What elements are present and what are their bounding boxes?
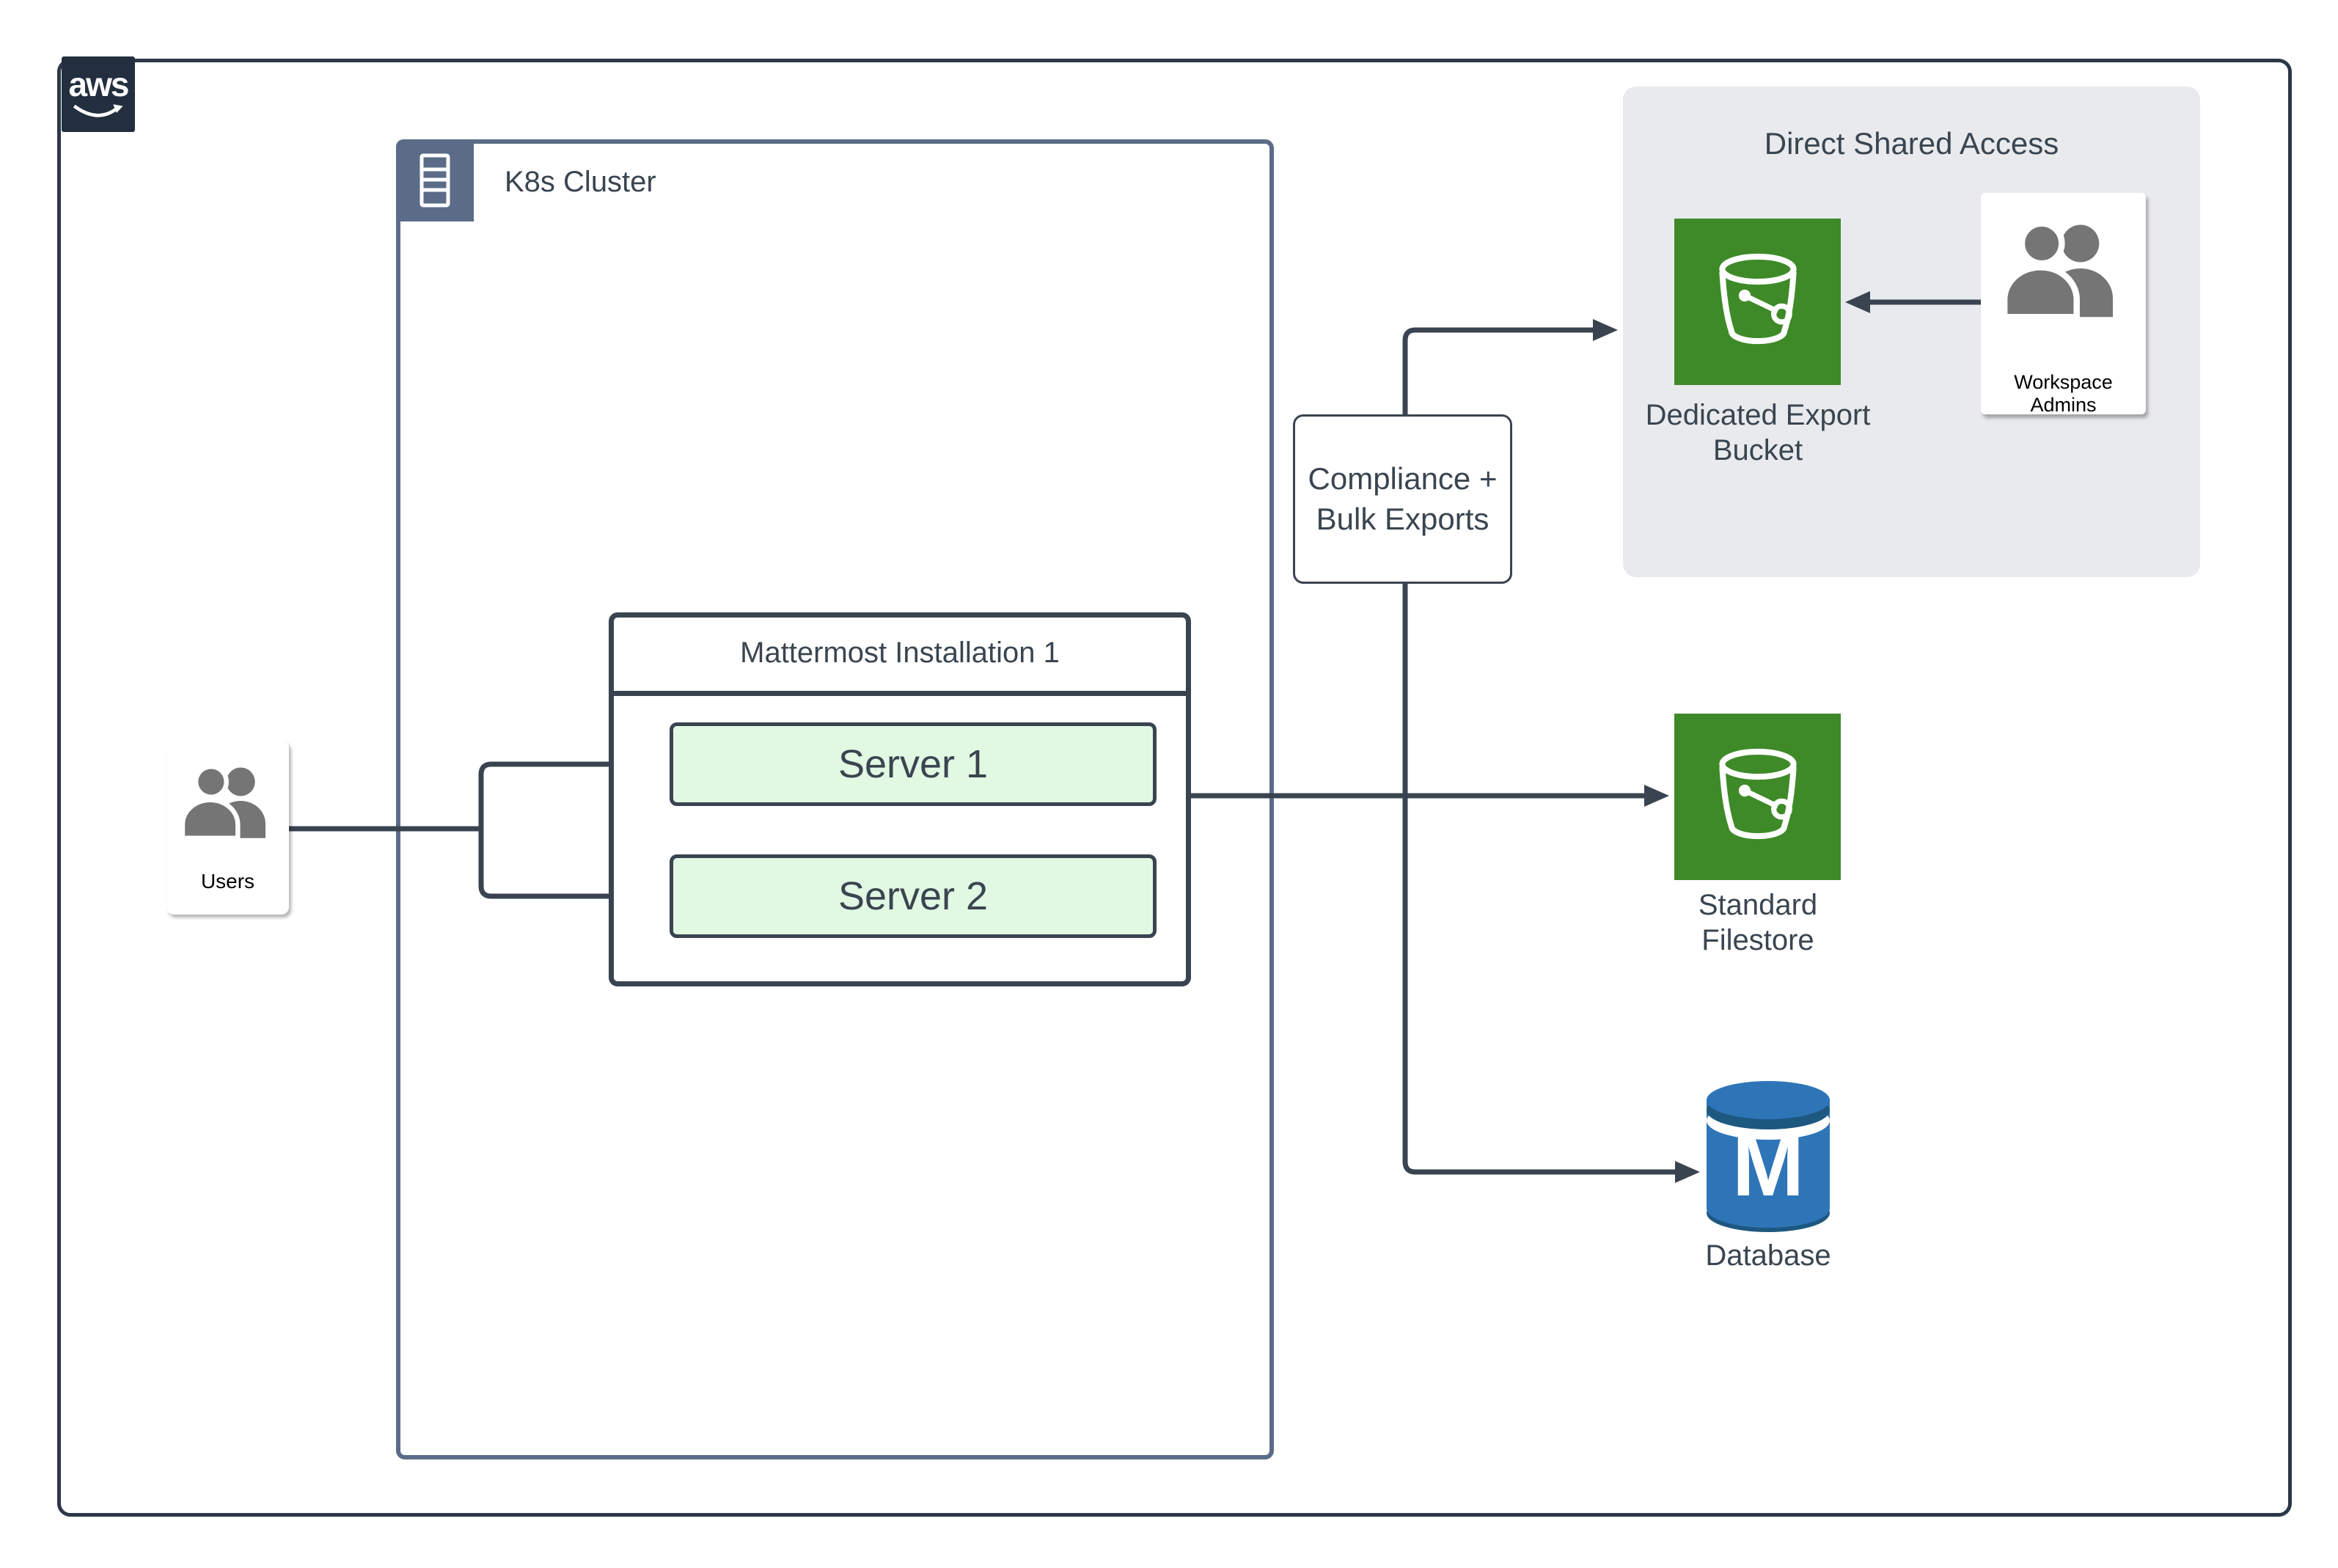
direct-shared-access-title: Direct Shared Access bbox=[1764, 126, 2059, 161]
users-label: Users bbox=[200, 870, 255, 893]
database-icon: M bbox=[1707, 1081, 1830, 1232]
workspace-admins-icon bbox=[2001, 220, 2113, 320]
dedicated-export-bucket-label-line1: Dedicated Export bbox=[1645, 399, 1871, 431]
dedicated-export-bucket-label-line2: Bucket bbox=[1712, 434, 1803, 466]
aws-smile-icon bbox=[73, 103, 123, 117]
dedicated-export-bucket-label: Dedicated Export Bucket bbox=[1575, 398, 1941, 468]
k8s-cluster-box bbox=[396, 139, 1274, 1459]
compliance-bulk-exports-box: Compliance + Bulk Exports bbox=[1293, 414, 1512, 584]
mattermost-installation-title: Mattermost Installation 1 bbox=[740, 636, 1060, 669]
compliance-label-line1: Compliance + bbox=[1308, 461, 1498, 496]
standard-filestore-label-line1: Standard bbox=[1698, 889, 1818, 921]
server-2-box: Server 2 bbox=[670, 854, 1157, 938]
diagram-outer-frame bbox=[57, 59, 2292, 1517]
users-icon bbox=[180, 763, 265, 840]
database-icon-letter: M bbox=[1732, 1118, 1804, 1215]
workspace-admins-label: Workspace Admins bbox=[2014, 371, 2113, 416]
aws-logo-text: aws bbox=[68, 65, 130, 103]
standard-filestore-label-line2: Filestore bbox=[1701, 924, 1814, 956]
mattermost-title-separator bbox=[611, 691, 1189, 696]
compliance-label-line2: Bulk Exports bbox=[1316, 501, 1489, 536]
s3-bucket-icon bbox=[1718, 748, 1797, 839]
standard-filestore-tile bbox=[1674, 714, 1841, 880]
server-1-box: Server 1 bbox=[670, 722, 1157, 806]
database-label: Database bbox=[1705, 1239, 1831, 1272]
dedicated-export-bucket-tile bbox=[1674, 219, 1841, 385]
k8s-cluster-label: K8s Cluster bbox=[505, 166, 656, 198]
standard-filestore-label: Standard Filestore bbox=[1575, 887, 1941, 958]
s3-bucket-icon bbox=[1718, 253, 1797, 344]
k8s-cluster-badge bbox=[396, 139, 474, 221]
aws-logo: aws bbox=[62, 56, 135, 132]
server-rack-icon bbox=[419, 153, 450, 208]
